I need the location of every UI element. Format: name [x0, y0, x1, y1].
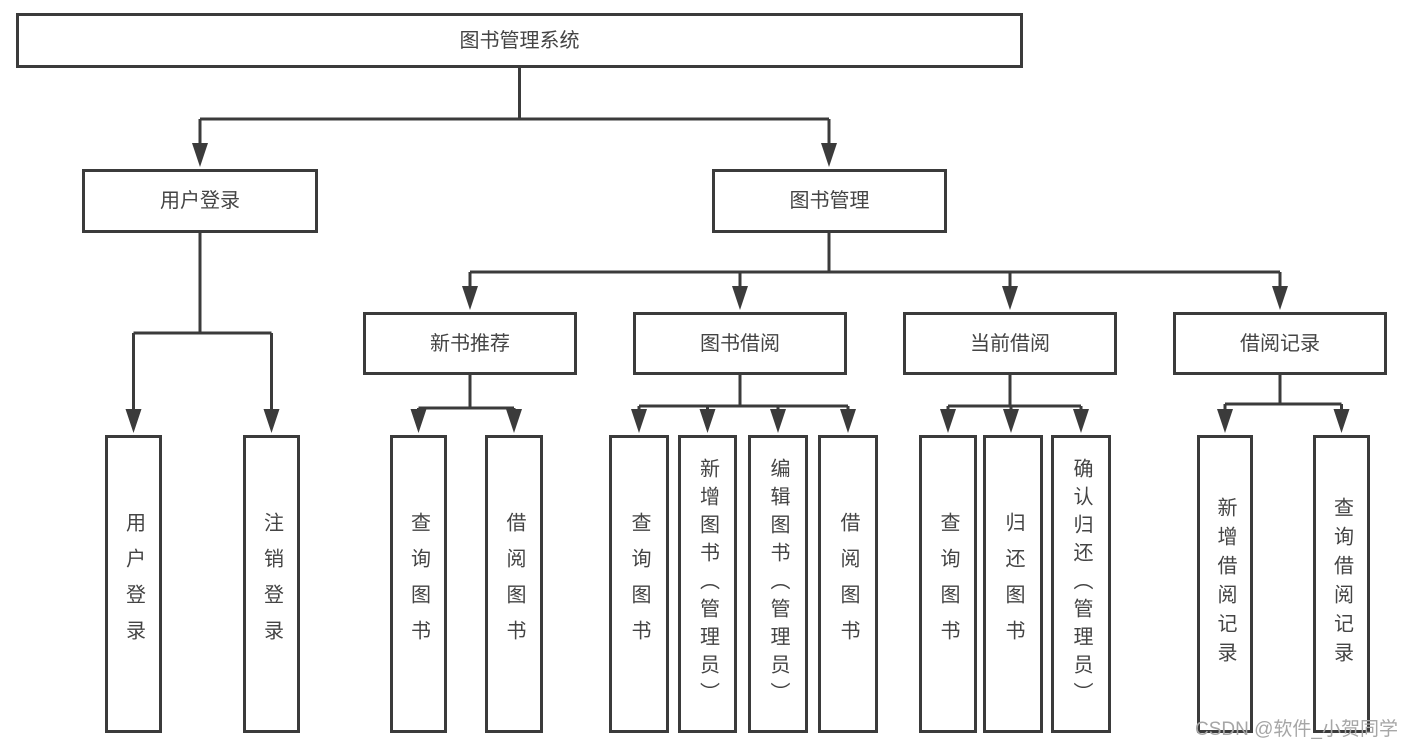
- connector-borrow-records: [1217, 375, 1350, 433]
- leaf-query-borrow-record: 查询借阅记录: [1313, 435, 1370, 733]
- leaf-label: 用户登录: [122, 512, 145, 656]
- leaf-query-books-borrow: 查询图书: [609, 435, 669, 733]
- leaf-borrow-books-recommend: 借阅图书: [485, 435, 543, 733]
- leaf-add-books-admin: 新增图书（管理员）: [678, 435, 737, 733]
- connector-root: [192, 68, 837, 167]
- leaf-label: 查询图书: [937, 512, 959, 656]
- node-label: 新书推荐: [430, 332, 510, 355]
- connector-user-login: [125, 233, 280, 433]
- node-new-book-recommend: 新书推荐: [363, 312, 577, 375]
- node-borrow-records: 借阅记录: [1173, 312, 1387, 375]
- leaf-label: 查询图书: [407, 512, 430, 656]
- leaf-query-books-recommend: 查询图书: [390, 435, 447, 733]
- node-label: 借阅记录: [1240, 332, 1320, 355]
- connector-book-borrow: [631, 375, 856, 433]
- connector-new-book: [410, 375, 522, 433]
- node-label: 用户登录: [160, 190, 240, 212]
- leaf-label: 新增借阅记录: [1214, 497, 1236, 671]
- leaf-label: 借阅图书: [503, 512, 525, 656]
- leaf-user-login: 用户登录: [105, 435, 162, 733]
- leaf-label: 查询借阅记录: [1330, 497, 1353, 671]
- node-label: 当前借阅: [970, 332, 1050, 355]
- node-book-borrow: 图书借阅: [633, 312, 847, 375]
- leaf-label: 确认归还（管理员）: [1070, 458, 1092, 710]
- node-label: 图书借阅: [700, 332, 780, 355]
- leaf-confirm-return-admin: 确认归还（管理员）: [1051, 435, 1111, 733]
- leaf-logout: 注销登录: [243, 435, 300, 733]
- leaf-edit-books-admin: 编辑图书（管理员）: [748, 435, 808, 733]
- node-book-management: 图书管理: [712, 169, 947, 233]
- node-current-borrow: 当前借阅: [903, 312, 1117, 375]
- leaf-label: 借阅图书: [837, 512, 859, 656]
- leaf-label: 归还图书: [1002, 512, 1024, 656]
- leaf-borrow-books: 借阅图书: [818, 435, 878, 733]
- connector-current-borrow: [940, 375, 1089, 433]
- csdn-watermark: CSDN @软件_小贺同学: [1195, 719, 1398, 740]
- leaf-label: 查询图书: [628, 512, 650, 656]
- node-user-login: 用户登录: [82, 169, 318, 233]
- connector-book-management: [462, 233, 1288, 310]
- leaf-label: 注销登录: [260, 512, 283, 656]
- node-label: 图书管理: [789, 190, 870, 212]
- node-label: 图书管理系统: [459, 29, 580, 52]
- leaf-label: 新增图书（管理员）: [696, 458, 719, 710]
- leaf-label: 编辑图书（管理员）: [767, 458, 789, 710]
- leaf-add-borrow-record: 新增借阅记录: [1197, 435, 1253, 733]
- node-library-system: 图书管理系统: [16, 13, 1023, 68]
- leaf-return-books: 归还图书: [983, 435, 1043, 733]
- leaf-query-books-current: 查询图书: [919, 435, 977, 733]
